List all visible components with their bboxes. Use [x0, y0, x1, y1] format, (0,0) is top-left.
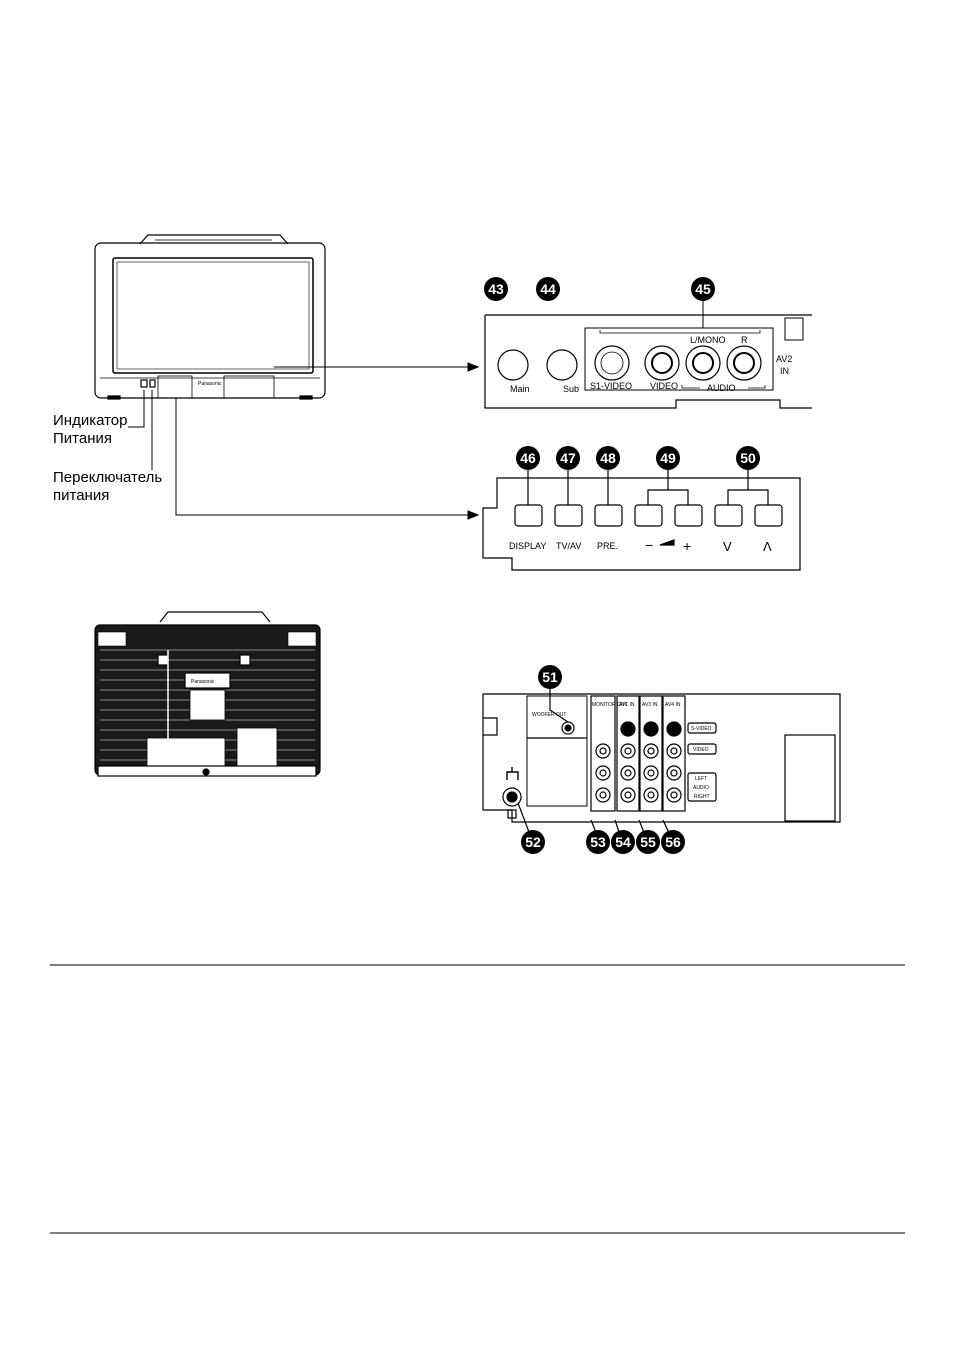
- rear-brand-logo: Panasonic: [191, 679, 215, 685]
- button-label-up: Λ: [763, 539, 772, 554]
- callout-48: 48: [596, 446, 620, 470]
- callout-47: 47: [556, 446, 580, 470]
- label-power-switch-1: Переключатель: [53, 469, 162, 486]
- callout-54-text: 54: [615, 834, 631, 850]
- callout-56: 56: [661, 830, 685, 854]
- callout-51-text: 51: [542, 669, 558, 685]
- tv-front: Panasonic: [95, 235, 325, 399]
- rear-label-left: LEFT: [695, 776, 707, 782]
- button-label-plus: +: [683, 538, 691, 554]
- rear-label-av1-in: AV1 IN: [619, 702, 635, 708]
- brand-logo: Panasonic: [198, 381, 222, 387]
- button-label-display: DISPLAY: [509, 541, 546, 551]
- callout-51: 51: [538, 665, 562, 689]
- front-jack-panel: [485, 300, 812, 408]
- jack-label-r: R: [741, 335, 748, 345]
- callout-53: 53: [586, 830, 610, 854]
- callout-43-text: 43: [488, 281, 504, 297]
- jack-label-l-mono: L/MONO: [690, 335, 726, 345]
- callout-50: 50: [736, 446, 760, 470]
- callout-45-text: 45: [695, 281, 711, 297]
- button-label-pre: PRE.: [597, 541, 618, 551]
- callout-47-text: 47: [560, 450, 576, 466]
- callout-44: 44: [536, 277, 560, 301]
- callout-52-text: 52: [525, 834, 541, 850]
- jack-label-audio: AUDIO: [707, 383, 736, 393]
- jack-label-s-video: S1-VIDEO: [590, 381, 632, 391]
- jack-label-sub: Sub: [563, 384, 579, 394]
- rear-jack-panel: [483, 688, 840, 840]
- callout-49-text: 49: [660, 450, 676, 466]
- front-button-panel: [483, 470, 800, 570]
- button-label-down: V: [723, 539, 732, 554]
- callout-54: 54: [611, 830, 635, 854]
- callout-44-text: 44: [540, 281, 556, 297]
- rear-label-av3-in: AV3 IN: [642, 702, 658, 708]
- jack-label-video: VIDEO: [650, 381, 678, 391]
- callout-49: 49: [656, 446, 680, 470]
- jack-label-in: IN: [780, 366, 789, 376]
- callout-55: 55: [636, 830, 660, 854]
- rear-label-audio: AUDIO: [693, 785, 709, 791]
- button-label-tvav: TV/AV: [556, 541, 581, 551]
- rear-label-woofer: WOOFER OUT: [532, 712, 566, 718]
- callout-46-text: 46: [520, 450, 536, 466]
- callout-55-text: 55: [640, 834, 656, 850]
- rear-label-s-video: S-VIDEO: [691, 726, 712, 732]
- callout-46: 46: [516, 446, 540, 470]
- connector-lines: [128, 363, 478, 519]
- label-power-indicator-2: Питания: [53, 430, 112, 447]
- button-label-minus: −: [645, 537, 653, 553]
- callout-52: 52: [521, 830, 545, 854]
- rear-label-video: VIDEO: [693, 747, 709, 753]
- label-power-indicator-1: Индикатор: [53, 412, 128, 429]
- callout-43: 43: [484, 277, 508, 301]
- rear-label-av4-in: AV4 IN: [665, 702, 681, 708]
- callout-50-text: 50: [740, 450, 756, 466]
- callout-56-text: 56: [665, 834, 681, 850]
- label-power-switch-2: питания: [53, 487, 109, 504]
- callout-53-text: 53: [590, 834, 606, 850]
- tv-rear: [95, 612, 320, 776]
- jack-label-main: Main: [510, 384, 530, 394]
- jack-label-av2: AV2: [776, 354, 792, 364]
- rear-label-right: RIGHT: [694, 794, 710, 800]
- callout-48-text: 48: [600, 450, 616, 466]
- callout-45: 45: [691, 277, 715, 301]
